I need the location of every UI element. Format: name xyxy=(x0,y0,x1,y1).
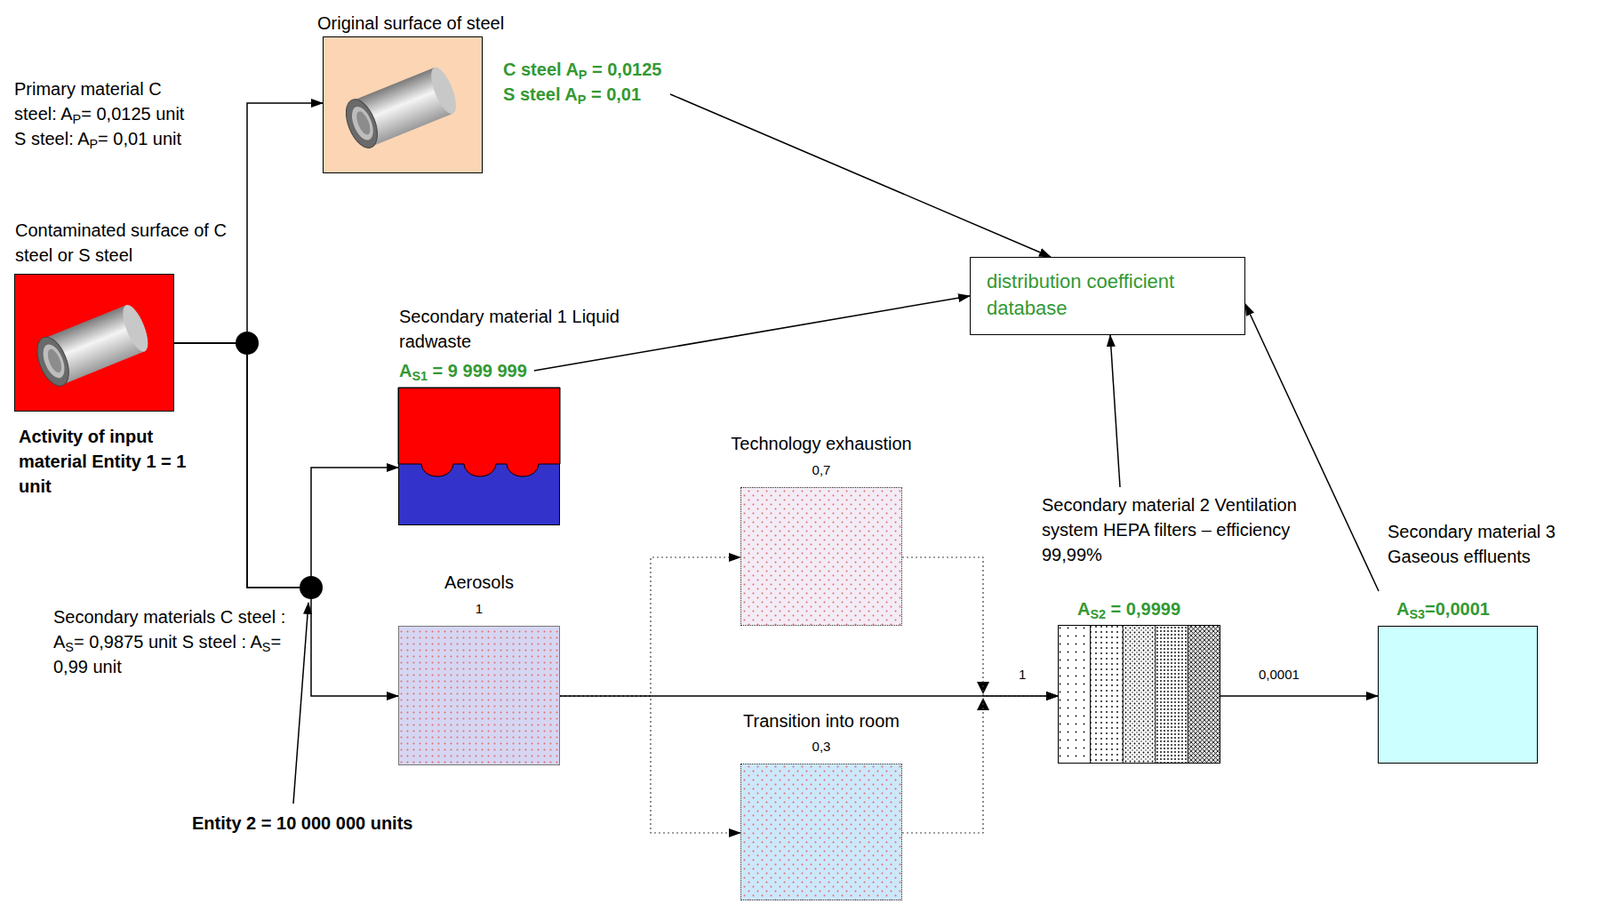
contaminated-box: Contaminated surface of C steel or S ste… xyxy=(14,273,175,412)
filter-stripe xyxy=(1090,624,1124,764)
activity-note: Activity of input material Entity 1 = 1 … xyxy=(18,424,188,499)
flow-arrow xyxy=(1245,304,1379,592)
aerosol-box: Aerosols1 xyxy=(398,625,560,766)
filter-stripe xyxy=(1187,624,1221,764)
subscript: P xyxy=(89,136,99,152)
box-heading: Technology exhaustion xyxy=(730,431,912,456)
box-heading: Aerosols xyxy=(444,569,514,595)
filter-box: Secondary material 2 Ventilation system … xyxy=(1057,624,1221,764)
liquid-surface xyxy=(398,387,560,477)
radwaste-box: Secondary material 1 Liquid radwasteAS1 … xyxy=(398,387,560,526)
flow-arrow xyxy=(1110,335,1120,488)
filter-separators xyxy=(1090,624,1189,764)
box-fill xyxy=(740,487,903,626)
flow-arrow xyxy=(1220,695,1378,697)
fraction-number: 0,7 xyxy=(812,460,832,480)
dotted-connector xyxy=(902,557,1058,696)
subscript: S xyxy=(64,640,74,655)
filter-stripe xyxy=(1122,624,1156,764)
room-box: Transition into room0,3 xyxy=(740,763,903,901)
box-fill xyxy=(740,763,903,901)
fraction-number: 0,3 xyxy=(812,736,832,757)
subscript: S xyxy=(262,640,272,655)
database-box: distribution coefficient database xyxy=(969,256,1246,336)
box-heading: Secondary material 1 Liquid radwaste xyxy=(399,304,640,354)
leader-arrow xyxy=(293,602,309,804)
entity-note: Entity 2 = 10 000 000 units xyxy=(192,810,413,836)
flow-arrow xyxy=(560,695,1058,697)
surface-box: Original surface of steelC steel AP = 0,… xyxy=(322,36,483,174)
fraction-number: 1 xyxy=(475,599,483,619)
flow-fraction: 0,0001 xyxy=(1256,664,1303,685)
box-heading: Secondary material 2 Ventilation system … xyxy=(1041,492,1344,568)
activity-value: AS2 = 0,9999 xyxy=(1077,596,1181,622)
flow-arrow xyxy=(670,94,1051,257)
flow-arrow xyxy=(174,343,399,588)
box-fill xyxy=(14,273,175,412)
box-heading: Contaminated surface of C steel or S ste… xyxy=(15,217,248,268)
filter-stripe xyxy=(1155,624,1189,764)
activity-value: C steel AP = 0,0125 S steel AP = 0,01 xyxy=(503,56,664,107)
material-note: Secondary materials C steel : AS= 0,9875… xyxy=(53,604,303,680)
flow-fraction: 1 xyxy=(1016,664,1029,685)
merge-arrowhead xyxy=(976,681,990,695)
dotted-connector xyxy=(560,696,741,833)
activity-value: AS3=0,0001 xyxy=(1396,596,1490,622)
pipe-icon xyxy=(31,301,154,392)
box-heading: Transition into room xyxy=(743,708,900,734)
dotted-connector xyxy=(560,557,741,696)
database-title: distribution coefficient database xyxy=(970,257,1245,333)
material-note: Primary material C steel: AP= 0,0125 uni… xyxy=(14,76,197,152)
box-heading: Original surface of steel xyxy=(317,10,504,36)
liquid-fill xyxy=(398,387,560,526)
subscript: S1 xyxy=(411,368,428,384)
box-fill xyxy=(322,36,483,174)
pipe-icon xyxy=(339,63,462,152)
filter-stripe xyxy=(1057,624,1091,764)
subscript: S2 xyxy=(1089,607,1106,622)
subscript: P xyxy=(577,92,587,107)
box-fill xyxy=(398,625,560,766)
effluent-box: Secondary material 3 Gaseous effluentsAS… xyxy=(1377,625,1538,764)
box-fill xyxy=(1377,625,1538,764)
subscript: P xyxy=(578,67,588,82)
box-heading: Secondary material 3 Gaseous effluents xyxy=(1387,519,1597,569)
dotted-connector xyxy=(902,696,1058,833)
activity-value: AS1 = 9 999 999 xyxy=(399,358,528,384)
subscript: S3 xyxy=(1408,607,1425,622)
exhaust-box: Technology exhaustion0,7 xyxy=(740,487,903,626)
subscript: P xyxy=(72,112,82,127)
